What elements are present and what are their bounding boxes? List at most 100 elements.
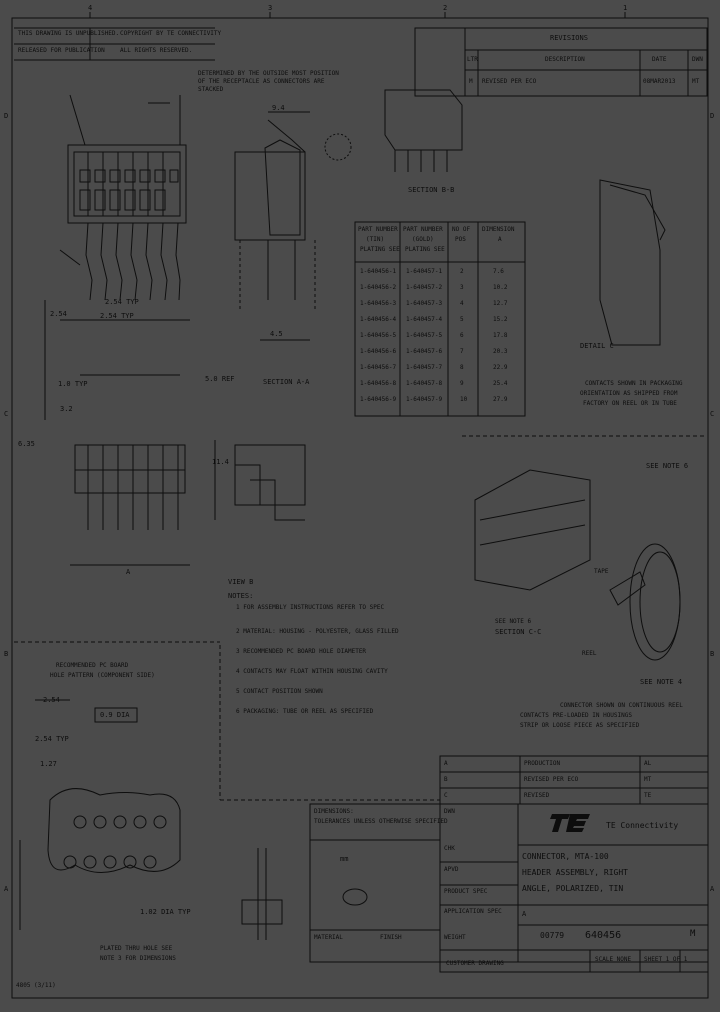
note-4: 4 CONTACTS MAY FLOAT WITHIN HOUSING CAVI… bbox=[236, 668, 388, 675]
pcb-dim-b: 2.54 TYP bbox=[35, 735, 69, 743]
detail-c-label: DETAIL C bbox=[580, 342, 614, 350]
note-1: 1 FOR ASSEMBLY INSTRUCTIONS REFER TO SPE… bbox=[236, 604, 385, 611]
table-cell: 25.4 bbox=[493, 380, 508, 387]
zone-top-1: 1 bbox=[623, 4, 628, 12]
tb-weight: WEIGHT bbox=[444, 934, 466, 941]
titleblock-rev-cell: A bbox=[444, 760, 448, 767]
section-aa-label: SECTION A-A bbox=[263, 378, 310, 386]
mid-note-1: CONNECTOR SHOWN ON CONTINUOUS REEL bbox=[560, 702, 683, 709]
notes-title: NOTES: bbox=[228, 592, 254, 600]
tb-dims-label: DIMENSIONS: bbox=[314, 808, 354, 815]
titleblock-rev-cell: C bbox=[444, 792, 448, 799]
rev-row-ltr: M bbox=[469, 78, 473, 85]
dim-d8: 11.4 bbox=[212, 458, 229, 466]
zone-top-3: 3 bbox=[268, 4, 273, 12]
table-cell: 1-640457-2 bbox=[406, 284, 443, 291]
rev-col-desc: DESCRIPTION bbox=[545, 56, 585, 63]
note-6: 6 PACKAGING: TUBE OR REEL AS SPECIFIED bbox=[236, 708, 374, 715]
zone-right-b: B bbox=[710, 650, 715, 658]
tbl-h2c: PLATING SEE bbox=[405, 246, 445, 253]
header-right: ALL RIGHTS RESERVED. bbox=[120, 47, 193, 54]
table-cell: 1-640456-4 bbox=[360, 316, 397, 323]
table-cell: 5 bbox=[460, 316, 464, 323]
titleblock-rev-cell: B bbox=[444, 776, 448, 783]
footer-code: 4805 (3/11) bbox=[16, 982, 56, 989]
pcb-dim-a: 2.54 bbox=[43, 696, 60, 704]
dim-d10: 6.35 bbox=[18, 440, 35, 448]
table-cell: 1-640457-5 bbox=[406, 332, 443, 339]
revisions-title: REVISIONS bbox=[550, 34, 588, 42]
dim-d6: 4.5 bbox=[270, 330, 283, 338]
table-cell: 1-640457-7 bbox=[406, 364, 443, 371]
zone-top-4: 4 bbox=[88, 4, 93, 12]
mid-note-2: CONTACTS PRE-LOADED IN HOUSINGS bbox=[520, 712, 632, 719]
callout-line2: OF THE RECEPTACLE AS CONNECTORS ARE bbox=[198, 78, 325, 85]
tb-scale: SCALE NONE bbox=[595, 956, 632, 963]
tb-sheet: SHEET 1 OF 1 bbox=[644, 956, 688, 963]
pcb-dim-c: 1.27 bbox=[40, 760, 57, 768]
pack-note-3: FACTORY ON REEL OR IN TUBE bbox=[583, 400, 677, 407]
header-rel: RELEASED FOR PUBLICATION bbox=[18, 47, 105, 54]
reel-label-note: SEE NOTE 6 bbox=[495, 618, 532, 625]
table-cell: 10.2 bbox=[493, 284, 508, 291]
table-cell: 1-640457-4 bbox=[406, 316, 443, 323]
table-cell: 3 bbox=[460, 284, 464, 291]
table-cell: 2 bbox=[460, 268, 464, 275]
zone-left-d: D bbox=[4, 112, 9, 120]
dim-d5: A bbox=[126, 568, 131, 576]
tbl-h3a: NO OF bbox=[452, 226, 471, 233]
table-cell: 10 bbox=[460, 396, 468, 403]
table-cell: 1-640457-1 bbox=[406, 268, 443, 275]
tb-app-spec: APPLICATION SPEC bbox=[444, 908, 502, 915]
reel-label: SEE NOTE 6 bbox=[646, 462, 689, 470]
section-bb-label: SECTION B-B bbox=[408, 186, 455, 194]
reel-label-reel: REEL bbox=[582, 650, 597, 657]
zone-right-a: A bbox=[710, 885, 715, 893]
zone-left-b: B bbox=[4, 650, 9, 658]
table-cell: 12.7 bbox=[493, 300, 508, 307]
table-cell: 1-640456-2 bbox=[360, 284, 397, 291]
tbl-h1b: (TIN) bbox=[366, 236, 385, 243]
callout-line3: STACKED bbox=[198, 86, 224, 93]
rev-col-date: DATE bbox=[652, 56, 667, 63]
rev-row-date: 08MAR2013 bbox=[643, 78, 676, 85]
header-line1: THIS DRAWING IS UNPUBLISHED. bbox=[18, 30, 120, 37]
table-cell: 1-640456-8 bbox=[360, 380, 397, 387]
dim-d7: 1.0 TYP bbox=[58, 380, 88, 388]
zone-left-a: A bbox=[4, 885, 9, 893]
tb-mm: mm bbox=[340, 855, 349, 863]
tb-finish: FINISH bbox=[380, 934, 402, 941]
pack-note-1: CONTACTS SHOWN IN PACKAGING bbox=[585, 380, 683, 387]
table-cell: 1-640457-6 bbox=[406, 348, 443, 355]
table-cell: 1-640457-3 bbox=[406, 300, 443, 307]
table-cell: 20.3 bbox=[493, 348, 508, 355]
company-name: TE Connectivity bbox=[606, 821, 679, 830]
tb-product-spec: PRODUCT SPEC bbox=[444, 888, 488, 895]
pcb-title-1: RECOMMENDED PC BOARD bbox=[56, 662, 129, 669]
pcb-foot-2: NOTE 3 FOR DIMENSIONS bbox=[100, 955, 176, 962]
table-cell: 4 bbox=[460, 300, 464, 307]
table-cell: 1-640457-9 bbox=[406, 396, 443, 403]
section-cc-label: SECTION C-C bbox=[495, 628, 542, 636]
table-cell: 1-640456-3 bbox=[360, 300, 397, 307]
title-line-2: HEADER ASSEMBLY, RIGHT bbox=[522, 868, 628, 877]
tb-appvd: APVD bbox=[444, 866, 459, 873]
title-line-1: CONNECTOR, MTA-100 bbox=[522, 852, 609, 861]
dim-d1: 2.54 bbox=[50, 310, 67, 318]
note-5: 5 CONTACT POSITION SHOWN bbox=[236, 688, 323, 695]
rev-row-dwn: MT bbox=[692, 78, 700, 85]
reel-label-tape: TAPE bbox=[594, 568, 609, 575]
tb-rev: M bbox=[690, 929, 696, 939]
zone-left-c: C bbox=[4, 410, 9, 418]
view-b-label: VIEW B bbox=[228, 578, 254, 586]
table-cell: 1-640456-5 bbox=[360, 332, 397, 339]
table-cell: 1-640456-9 bbox=[360, 396, 397, 403]
table-cell: 7 bbox=[460, 348, 464, 355]
te-logo-mark bbox=[550, 814, 590, 832]
tbl-h1c: PLATING SEE bbox=[360, 246, 400, 253]
titleblock-rev-cell: MT bbox=[644, 776, 652, 783]
dim-d9: 3.2 bbox=[60, 405, 73, 413]
dim-d3: 5.0 REF bbox=[205, 375, 235, 383]
